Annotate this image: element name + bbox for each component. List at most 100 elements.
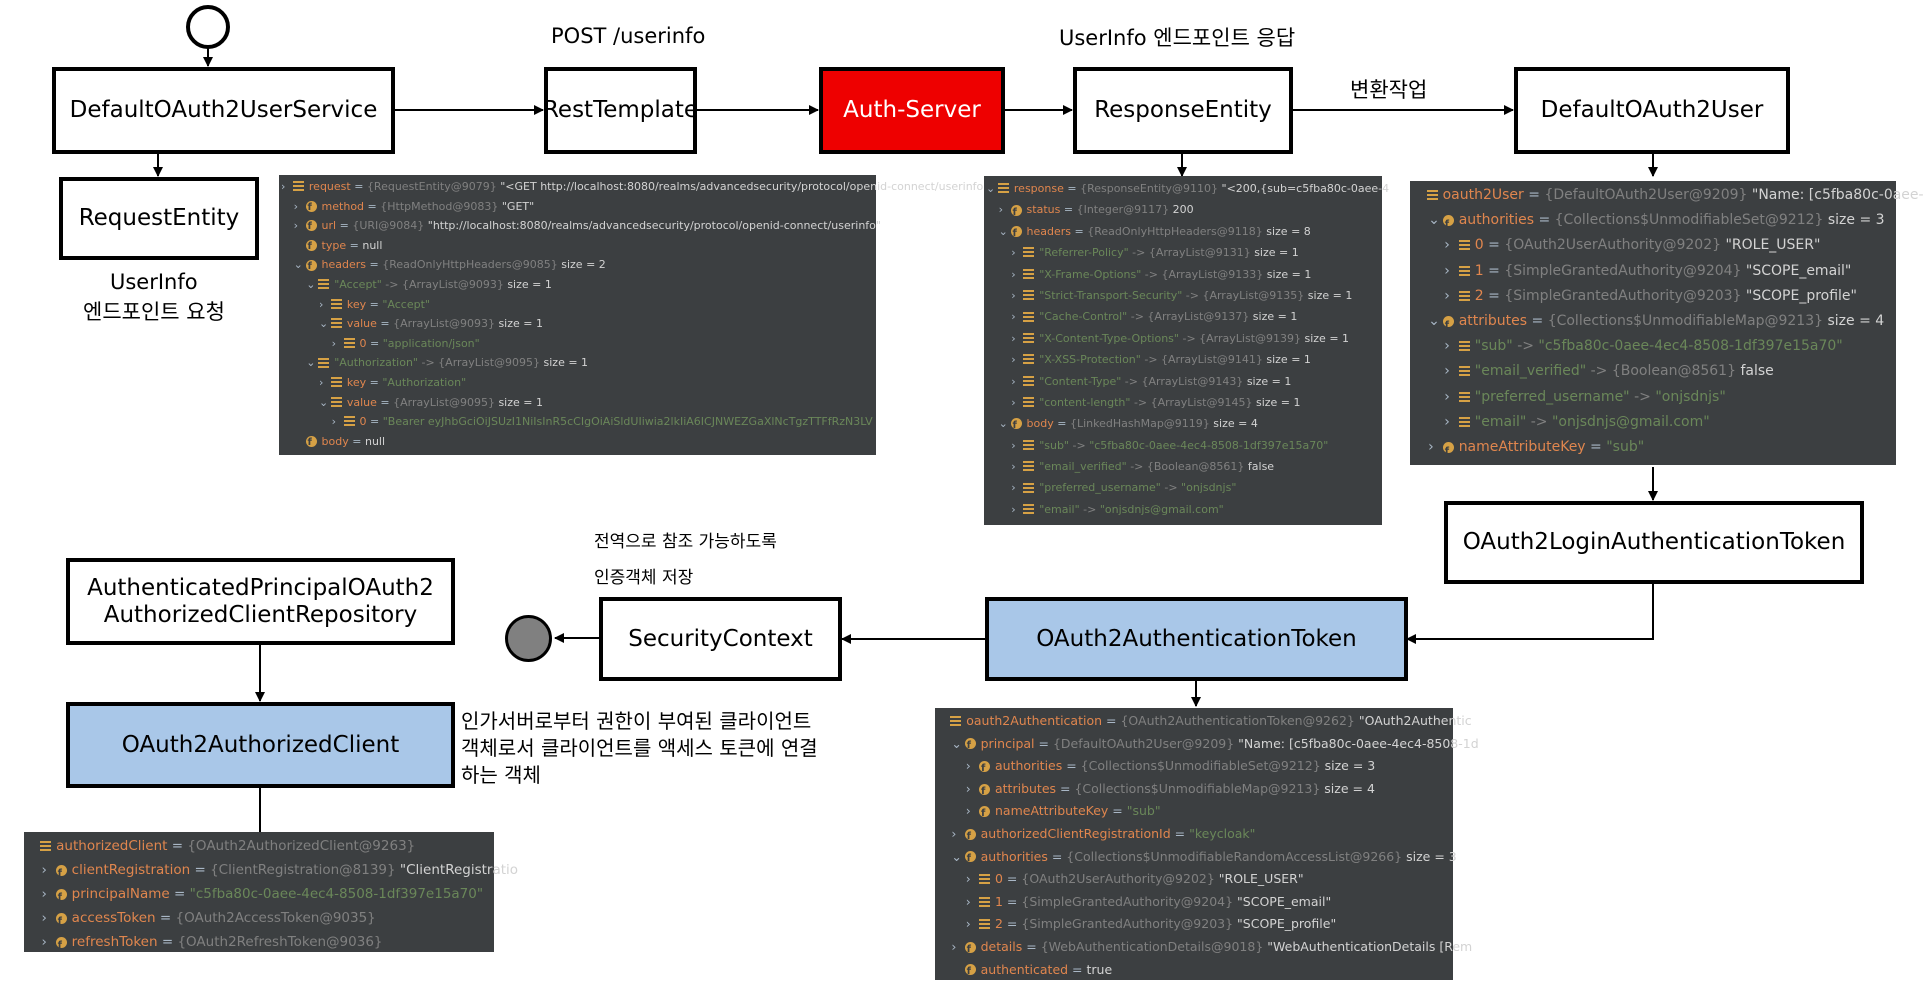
collapse-chevron-icon[interactable]: › [41,910,47,926]
debug-row[interactable]: ›authorizedClientRegistrationId = "keycl… [935,823,1453,849]
collapse-chevron-icon[interactable]: › [1444,338,1450,355]
debug-row[interactable]: ›"X-Frame-Options" -> {ArrayList@9133} s… [984,264,1382,285]
debug-row[interactable]: oauth2Authentication = {OAuth2Authentica… [935,710,1472,733]
collapse-chevron-icon[interactable]: › [965,803,971,819]
debug-row[interactable]: ›details = {WebAuthenticationDetails@901… [935,936,1472,962]
debug-row[interactable]: ›0 = "application/json" [279,334,876,354]
debug-row[interactable]: ›"email" -> "onjsdnjs@gmail.com" [1410,410,1896,435]
collapse-chevron-icon[interactable]: › [1444,237,1450,254]
collapse-chevron-icon[interactable]: › [1444,363,1450,380]
collapse-chevron-icon[interactable]: › [331,336,336,350]
collapse-chevron-icon[interactable]: › [41,886,47,902]
debug-row[interactable]: authorizedClient = {OAuth2AuthorizedClie… [24,834,494,858]
debug-row[interactable]: ›"sub" -> "c5fba80c-0aee-4ec4-8508-1df39… [1410,334,1896,359]
debug-row[interactable]: ⌄authorities = {Collections$Unmodifiable… [1410,208,1896,237]
collapse-chevron-icon[interactable]: › [331,415,336,429]
expand-chevron-icon[interactable]: ⌄ [318,395,329,409]
collapse-chevron-icon[interactable]: › [1011,288,1016,302]
debug-row[interactable]: ›1 = {SimpleGrantedAuthority@9204} "SCOP… [1410,259,1896,284]
debug-row[interactable]: ›"Cache-Control" -> {ArrayList@9137} siz… [984,306,1382,327]
debug-row[interactable]: ⌄authorities = {Collections$Unmodifiable… [935,846,1456,871]
debug-row[interactable]: ›authorities = {Collections$Unmodifiable… [935,755,1453,781]
debug-row[interactable]: ›key = "Accept" [279,295,876,315]
collapse-chevron-icon[interactable]: › [1011,331,1016,345]
debug-row[interactable]: ⌄"Accept" -> {ArrayList@9093} size = 1 [279,275,876,295]
collapse-chevron-icon[interactable]: › [293,219,299,233]
collapse-chevron-icon[interactable]: › [1444,388,1450,405]
debug-row[interactable]: ›"Referrer-Policy" -> {ArrayList@9131} s… [984,242,1382,263]
debug-row[interactable]: ⌄headers = {ReadOnlyHttpHeaders@9118} si… [984,221,1382,244]
debug-row[interactable]: ›"preferred_username" -> "onjsdnjs" [984,477,1382,498]
collapse-chevron-icon[interactable]: › [293,199,299,213]
debug-row[interactable]: ›refreshToken = {OAuth2RefreshToken@9036… [24,930,494,958]
debug-row[interactable]: ›0 = "Bearer eyJhbGciOiJSUzI1NiIsInR5cCI… [279,412,876,432]
debug-row[interactable]: ›2 = {SimpleGrantedAuthority@9203} "SCOP… [935,913,1453,936]
expand-chevron-icon[interactable]: ⌄ [306,277,316,291]
debug-row[interactable]: ⌄value = {ArrayList@9093} size = 1 [279,314,876,334]
collapse-chevron-icon[interactable]: › [1444,413,1450,430]
collapse-chevron-icon[interactable]: › [1444,287,1450,304]
collapse-chevron-icon[interactable]: › [951,938,957,954]
collapse-chevron-icon[interactable]: › [281,180,286,193]
debug-row[interactable]: ›request = {RequestEntity@9079} "<GET ht… [279,177,983,197]
expand-chevron-icon[interactable]: ⌄ [998,224,1008,238]
debug-row[interactable]: ›2 = {SimpleGrantedAuthority@9203} "SCOP… [1410,284,1896,309]
collapse-chevron-icon[interactable]: › [951,825,957,841]
debug-row[interactable]: ›"email_verified" -> {Boolean@8561} fals… [1410,359,1896,384]
collapse-chevron-icon[interactable]: › [1011,374,1016,388]
debug-row[interactable]: ›method = {HttpMethod@9083} "GET" [279,197,876,218]
debug-row[interactable]: ›0 = {OAuth2UserAuthority@9202} "ROLE_US… [1410,233,1896,258]
collapse-chevron-icon[interactable]: › [1011,310,1016,324]
expand-chevron-icon[interactable]: ⌄ [1428,312,1440,329]
expand-chevron-icon[interactable]: ⌄ [306,356,316,370]
debug-row[interactable]: authenticated = true [935,959,1453,984]
debug-row[interactable]: ⌄headers = {ReadOnlyHttpHeaders@9085} si… [279,255,876,277]
debug-row[interactable]: ⌄"Authorization" -> {ArrayList@9095} siz… [279,353,876,373]
debug-row[interactable]: type = null [279,236,876,257]
expand-chevron-icon[interactable]: ⌄ [951,735,962,751]
debug-row[interactable]: ›1 = {SimpleGrantedAuthority@9204} "SCOP… [935,891,1453,914]
debug-row[interactable]: ›"Strict-Transport-Security" -> {ArrayLi… [984,285,1382,306]
debug-row[interactable]: ›"Content-Type" -> {ArrayList@9143} size… [984,371,1382,392]
collapse-chevron-icon[interactable]: › [1444,262,1450,279]
expand-chevron-icon[interactable]: ⌄ [1428,212,1440,229]
debug-row[interactable]: ›status = {Integer@9117} 200 [984,199,1382,223]
collapse-chevron-icon[interactable]: › [41,934,47,950]
debug-row[interactable]: ›"X-Content-Type-Options" -> {ArrayList@… [984,328,1382,349]
expand-chevron-icon[interactable]: ⌄ [951,848,962,864]
collapse-chevron-icon[interactable]: › [318,375,324,389]
collapse-chevron-icon[interactable]: › [1011,438,1016,452]
debug-row[interactable]: oauth2User = {DefaultOAuth2User@9209} "N… [1410,183,1924,208]
debug-row[interactable]: ›"X-XSS-Protection" -> {ArrayList@9141} … [984,349,1382,370]
debug-row[interactable]: ›attributes = {Collections$UnmodifiableM… [935,778,1453,804]
debug-row[interactable]: ›url = {URI@9084} "http://localhost:8080… [279,216,881,237]
debug-row[interactable]: ⌄body = {LinkedHashMap@9119} size = 4 [984,413,1382,436]
debug-row[interactable]: ›nameAttributeKey = "sub" [935,800,1453,826]
collapse-chevron-icon[interactable]: › [998,203,1004,217]
collapse-chevron-icon[interactable]: › [965,758,971,774]
debug-row[interactable]: ›principalName = "c5fba80c-0aee-4ec4-850… [24,882,494,910]
expand-chevron-icon[interactable]: ⌄ [986,182,996,195]
collapse-chevron-icon[interactable]: › [965,871,971,887]
collapse-chevron-icon[interactable]: › [965,780,971,796]
collapse-chevron-icon[interactable]: › [965,916,971,932]
collapse-chevron-icon[interactable]: › [41,862,47,878]
collapse-chevron-icon[interactable]: › [1011,481,1016,495]
collapse-chevron-icon[interactable]: › [965,893,971,909]
collapse-chevron-icon[interactable]: › [318,297,324,311]
debug-row[interactable]: ⌄principal = {DefaultOAuth2User@9209} "N… [935,733,1478,758]
expand-chevron-icon[interactable]: ⌄ [998,417,1008,431]
collapse-chevron-icon[interactable]: › [1011,460,1016,474]
debug-row[interactable]: ›0 = {OAuth2UserAuthority@9202} "ROLE_US… [935,868,1453,891]
debug-row[interactable]: ›"email" -> "onjsdnjs@gmail.com" [984,499,1382,520]
debug-row[interactable]: ›"content-length" -> {ArrayList@9145} si… [984,392,1382,413]
expand-chevron-icon[interactable]: ⌄ [293,258,303,272]
collapse-chevron-icon[interactable]: › [1011,246,1016,260]
debug-row[interactable]: ›accessToken = {OAuth2AccessToken@9035} [24,906,494,934]
collapse-chevron-icon[interactable]: › [1011,502,1016,516]
debug-row[interactable]: ›"preferred_username" -> "onjsdnjs" [1410,385,1896,410]
collapse-chevron-icon[interactable]: › [1011,353,1016,367]
collapse-chevron-icon[interactable]: › [1011,395,1016,409]
debug-row[interactable]: ⌄response = {ResponseEntity@9110} "<200,… [984,178,1389,199]
debug-row[interactable]: ›key = "Authorization" [279,373,876,393]
